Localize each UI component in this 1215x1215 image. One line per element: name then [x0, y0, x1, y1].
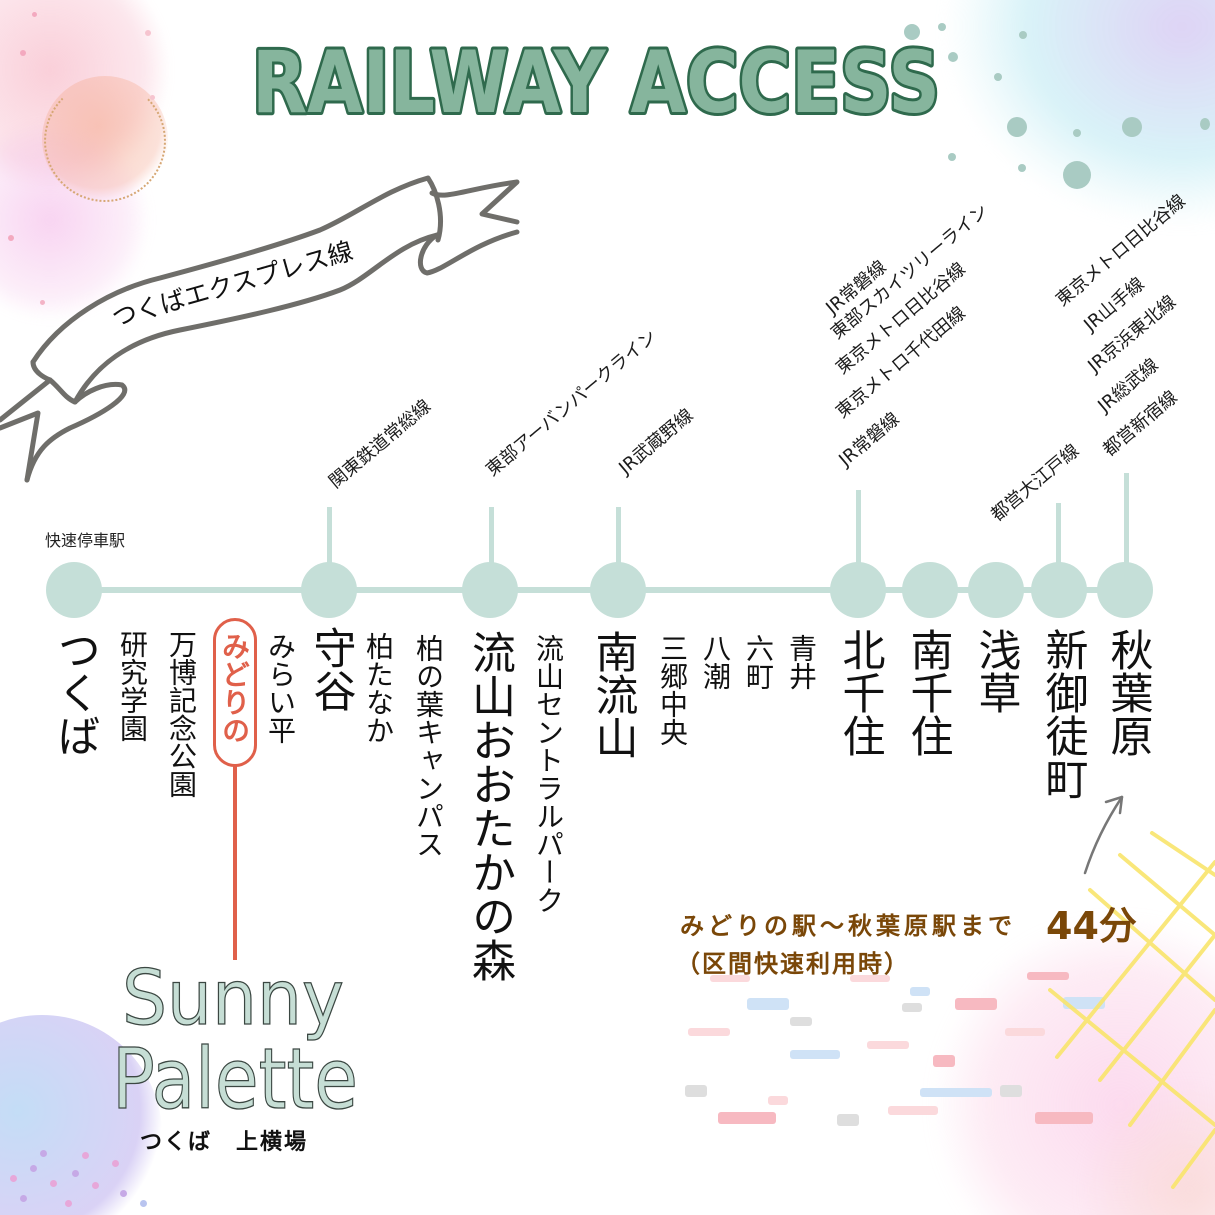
station-name-kenkyu-gakuen: 研究学園 [116, 630, 149, 742]
station-name-akihabara: 秋葉原 [1103, 628, 1153, 757]
transfer-stub-moriya [327, 507, 332, 567]
brand-name-line1: Sunny [122, 953, 344, 1042]
transfer-stub-kita-senju [856, 490, 861, 565]
station-marker-kita-senju [830, 562, 886, 618]
station-marker-minami-nagareyama [590, 562, 646, 618]
brand-location: つくば 上横場 [140, 1130, 309, 1155]
station-name-nagareyama-otakanomori: 流山おおたかの森 [464, 630, 515, 982]
station-marker-asakusa [968, 562, 1024, 618]
yellow-crosshatch-decoration [1048, 831, 1215, 1189]
station-name-midorino: みどりの [218, 632, 251, 744]
highlight-connector-line [233, 765, 237, 960]
transfer-stub-nagareyama-otakanomori [489, 507, 494, 567]
transfer-stub-shin-okachimachi [1056, 503, 1061, 565]
station-name-asakusa: 浅草 [971, 628, 1021, 714]
station-marker-nagareyama-otakanomori [462, 562, 518, 618]
station-name-banpaku-kinen-koen: 万博記念公園 [165, 630, 198, 798]
station-name-minami-nagareyama: 南流山 [588, 630, 638, 759]
travel-time: 44分 [1046, 904, 1137, 948]
station-name-shin-okachimachi: 新御徒町 [1038, 628, 1088, 800]
station-marker-tsukuba [46, 562, 102, 618]
travel-note: （区間快速利用時） [676, 950, 910, 978]
ribbon-banner [0, 175, 520, 483]
station-name-nagareyama-central-park: 流山セントラルパーク [532, 634, 565, 914]
station-name-rokucho: 六町 [742, 634, 775, 690]
station-marker-akihabara [1097, 562, 1153, 618]
rapid-stop-legend: 快速停車駅 [45, 531, 126, 550]
page-title: RAILWAY ACCESS [252, 33, 940, 133]
station-name-yashio: 八潮 [699, 634, 732, 690]
station-name-kashiwanoha-campus: 柏の葉キャンパス [412, 634, 445, 858]
station-name-minami-senju: 南千住 [903, 628, 953, 757]
station-name-kita-senju: 北千住 [835, 628, 885, 757]
brand-name-line2: Palette [112, 1030, 358, 1128]
station-name-misato-chuo: 三郷中央 [656, 634, 689, 746]
station-marker-moriya [301, 562, 357, 618]
transfer-stub-akihabara [1124, 473, 1129, 565]
transfer-stub-minami-nagareyama [616, 507, 621, 567]
station-name-aoi: 青井 [785, 634, 818, 690]
station-name-moriya: 守谷 [306, 626, 356, 712]
station-marker-minami-senju [902, 562, 958, 618]
arrow-icon [1083, 795, 1124, 875]
station-name-miraidaira: みらい平 [264, 632, 297, 744]
travel-route-text: みどりの駅〜秋葉原駅まで [680, 912, 1016, 940]
station-marker-shin-okachimachi [1031, 562, 1087, 618]
station-name-tsukuba: つくば [50, 628, 100, 757]
station-name-kashiwatanaka: 柏たなか [362, 632, 395, 744]
